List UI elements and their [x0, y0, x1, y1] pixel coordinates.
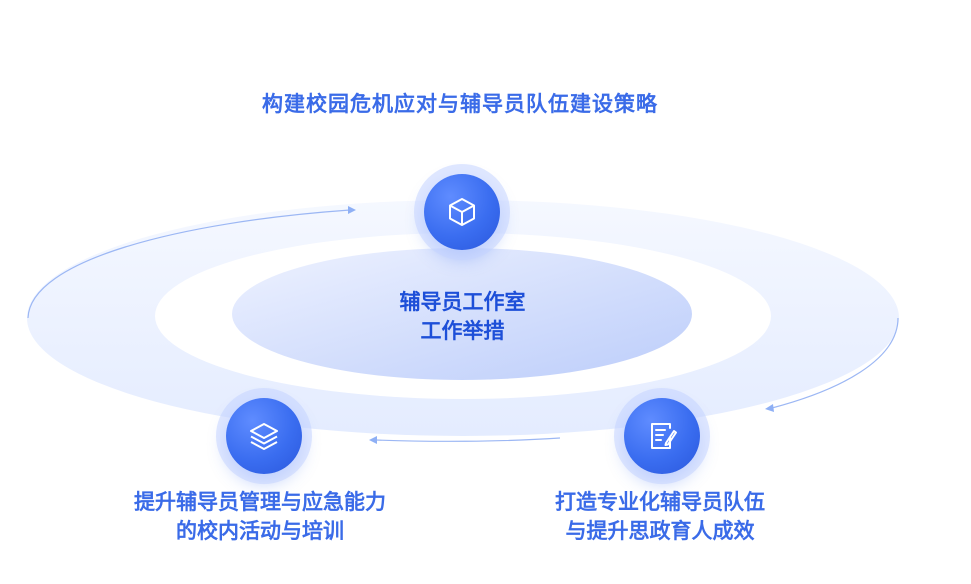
- orbit-arrow-right: [771, 317, 899, 409]
- left-node-badge: [226, 398, 302, 474]
- arrowhead-bottom: [369, 436, 377, 444]
- right-node-label-line1: 打造专业化辅导员队伍: [555, 490, 765, 514]
- top-node-badge: [424, 174, 500, 250]
- center-label-line2: 工作举措: [420, 319, 505, 343]
- orbit-arrow-top: [27, 209, 351, 319]
- center-label-line1: 辅导员工作室: [399, 290, 526, 314]
- arrowhead-top: [348, 206, 356, 214]
- right-node-badge: [624, 398, 700, 474]
- inner-disc: [232, 248, 692, 380]
- right-node-label-line2: 与提升思政育人成效: [565, 519, 755, 543]
- diagram-title: 构建校园危机应对与辅导员队伍建设策略: [262, 92, 658, 116]
- document-edit-icon: [651, 423, 677, 449]
- left-node-label: 提升辅导员管理与应急能力 的校内活动与培训: [80, 488, 440, 546]
- orbit-arrow-bottom: [375, 437, 561, 442]
- center-label: 辅导员工作室 工作举措: [350, 288, 575, 346]
- arrowhead-right: [765, 404, 774, 412]
- cube-icon: [449, 198, 475, 226]
- right-node-label: 打造专业化辅导员队伍 与提升思政育人成效: [500, 488, 820, 546]
- layers-icon: [250, 423, 278, 450]
- left-node-label-line1: 提升辅导员管理与应急能力: [134, 490, 386, 514]
- left-node-label-line2: 的校内活动与培训: [176, 519, 344, 543]
